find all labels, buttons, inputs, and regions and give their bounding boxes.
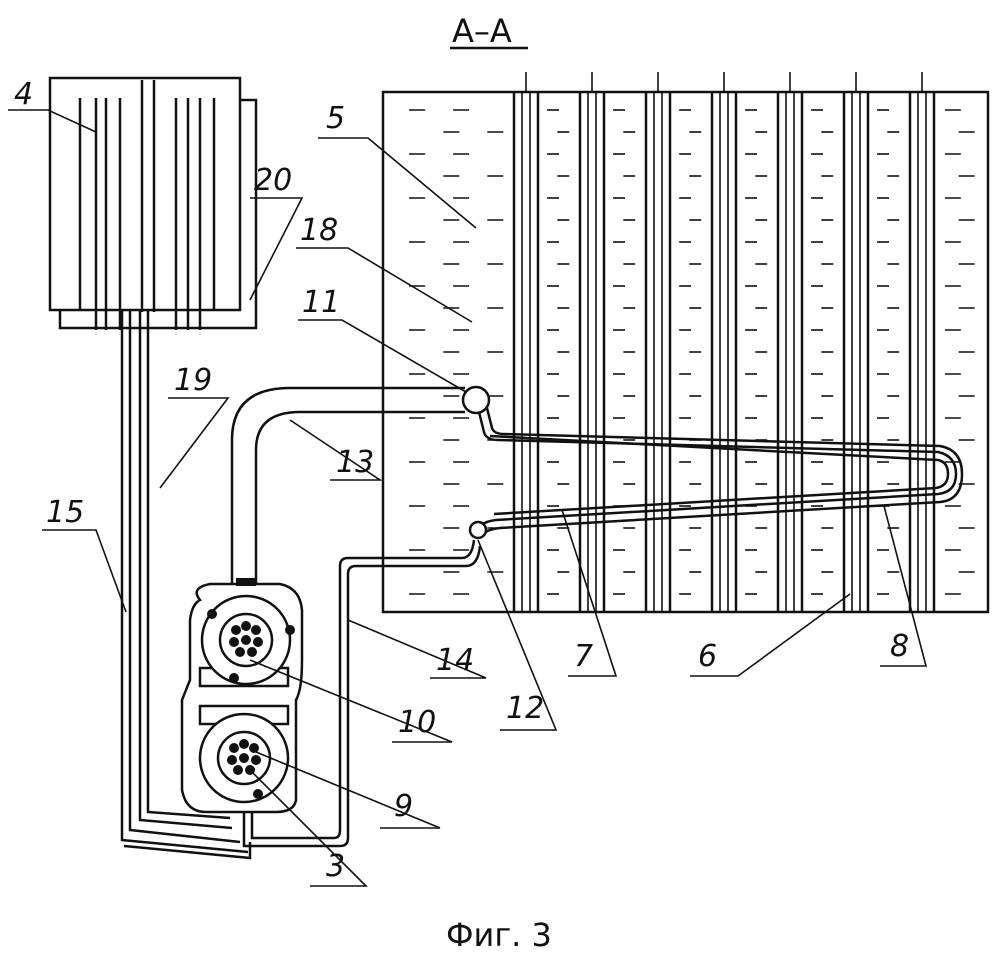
pipe-15-inner	[128, 310, 241, 844]
housing-bolt	[207, 609, 217, 619]
leader-11	[298, 319, 467, 393]
label-10: 10	[398, 705, 436, 740]
rotor-bolts	[207, 609, 295, 799]
upper-nozzle	[236, 578, 256, 586]
rotor-bolt	[249, 743, 259, 753]
rotor-bolt	[251, 755, 261, 765]
rotor-bolt	[231, 625, 241, 635]
unit-front-plate	[48, 76, 242, 312]
label-18: 18	[300, 213, 338, 248]
pipe-14-inner	[242, 545, 482, 848]
pipe-bottom-closure	[123, 842, 252, 860]
leader-18	[296, 247, 473, 323]
label-20: 20	[254, 163, 292, 198]
leader-8	[880, 505, 928, 667]
label-3: 3	[326, 849, 345, 884]
label-14: 14	[436, 643, 474, 678]
label-13: 13	[336, 445, 374, 480]
top-left-unit	[48, 76, 258, 330]
label-12: 12	[506, 691, 544, 726]
rotor-bolt	[235, 647, 245, 657]
pipe-13	[230, 386, 465, 585]
coil-outer	[474, 407, 958, 535]
pipe-19-inner	[146, 310, 231, 820]
housing-bolt	[253, 789, 263, 799]
label-4: 4	[14, 77, 33, 112]
pump-device	[180, 578, 304, 814]
label-6: 6	[698, 639, 717, 674]
housing-bolt	[285, 625, 295, 635]
label-7: 7	[574, 639, 593, 674]
leader-7	[561, 509, 618, 677]
label-8: 8	[890, 629, 909, 664]
vertical-rods	[512, 72, 936, 612]
figure-caption: Фиг. 3	[446, 916, 552, 954]
label-15: 15	[46, 495, 84, 530]
pipe-13-inner	[254, 410, 465, 585]
coil-inner-line	[489, 434, 950, 516]
pipes-15-19	[120, 310, 252, 860]
rotor-bolt	[241, 635, 251, 645]
pipe-14	[242, 539, 482, 848]
rotor-bolt	[229, 637, 239, 647]
label-11: 11	[302, 285, 340, 320]
rotor-bolt	[239, 753, 249, 763]
leader-20	[249, 197, 304, 301]
leader-15	[42, 529, 127, 613]
leader-6	[690, 593, 851, 677]
rotor-bolt	[229, 743, 239, 753]
leader-12	[477, 539, 558, 731]
tank-wall	[381, 90, 990, 614]
leader-14	[347, 619, 487, 679]
leader-5	[318, 137, 477, 229]
rotor-bolt	[227, 755, 237, 765]
rotor-bolt	[233, 765, 243, 775]
section-title: А–А	[452, 12, 512, 50]
label-19: 19	[174, 363, 212, 398]
node-12	[468, 520, 488, 540]
rotor-bolt	[253, 637, 263, 647]
label-9: 9	[394, 789, 413, 824]
coil-8	[474, 403, 964, 537]
leader-13	[289, 419, 383, 481]
pipe-13-outer	[230, 386, 465, 585]
pipe-14-outer	[250, 539, 476, 840]
coil-inner	[480, 403, 964, 537]
leader-9	[255, 751, 441, 829]
rotor-bolt	[247, 647, 257, 657]
rotor-bolt	[241, 621, 251, 631]
leader-4	[8, 109, 97, 133]
housing-bolt	[229, 673, 239, 683]
label-5: 5	[326, 101, 345, 136]
pipe-15-outer	[120, 310, 249, 854]
leader-lines	[8, 109, 928, 887]
leader-19	[159, 397, 230, 489]
rotor-bolt	[251, 625, 261, 635]
node-11	[461, 385, 491, 415]
leader-10	[249, 659, 453, 743]
pipe-19-outer	[138, 310, 233, 830]
rotor-bolt	[239, 739, 249, 749]
leader-3	[249, 769, 368, 887]
